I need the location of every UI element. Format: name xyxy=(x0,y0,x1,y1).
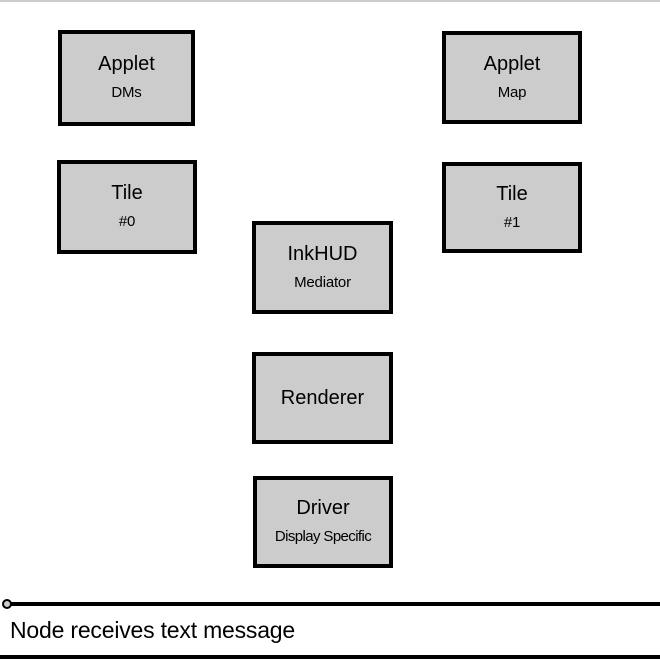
node-box-applet-dms[interactable]: Applet DMs xyxy=(58,30,195,126)
timeline-caption: Node receives text message xyxy=(10,617,295,643)
node-title: Tile xyxy=(496,182,528,205)
node-title: Applet xyxy=(98,53,155,75)
node-title: Renderer xyxy=(280,387,365,409)
node-subtitle: DMs xyxy=(111,84,142,101)
node-subtitle: #1 xyxy=(503,213,521,231)
node-subtitle: Mediator xyxy=(294,273,351,291)
node-box-tile-0[interactable]: Tile #0 xyxy=(57,160,197,254)
timeline xyxy=(0,598,660,612)
node-subtitle: Display Specific xyxy=(274,528,372,545)
frame-top-border xyxy=(0,0,660,2)
node-subtitle: #0 xyxy=(118,213,136,230)
node-box-applet-map[interactable]: Applet Map xyxy=(442,31,582,124)
timeline-line xyxy=(8,602,660,606)
node-box-renderer[interactable]: Renderer xyxy=(252,352,393,444)
node-subtitle: Map xyxy=(497,83,527,101)
node-box-tile-1[interactable]: Tile #1 xyxy=(442,162,582,253)
node-title: Driver xyxy=(296,497,350,519)
node-title: Tile xyxy=(111,182,143,204)
node-box-driver[interactable]: Driver Display Specific xyxy=(253,476,393,568)
frame-bottom-border xyxy=(0,655,660,659)
node-box-inkhud-mediator[interactable]: InkHUD Mediator xyxy=(252,221,393,314)
node-title: InkHUD xyxy=(287,242,358,265)
timeline-start-circle-icon xyxy=(2,599,12,609)
node-title: Applet xyxy=(483,52,541,75)
